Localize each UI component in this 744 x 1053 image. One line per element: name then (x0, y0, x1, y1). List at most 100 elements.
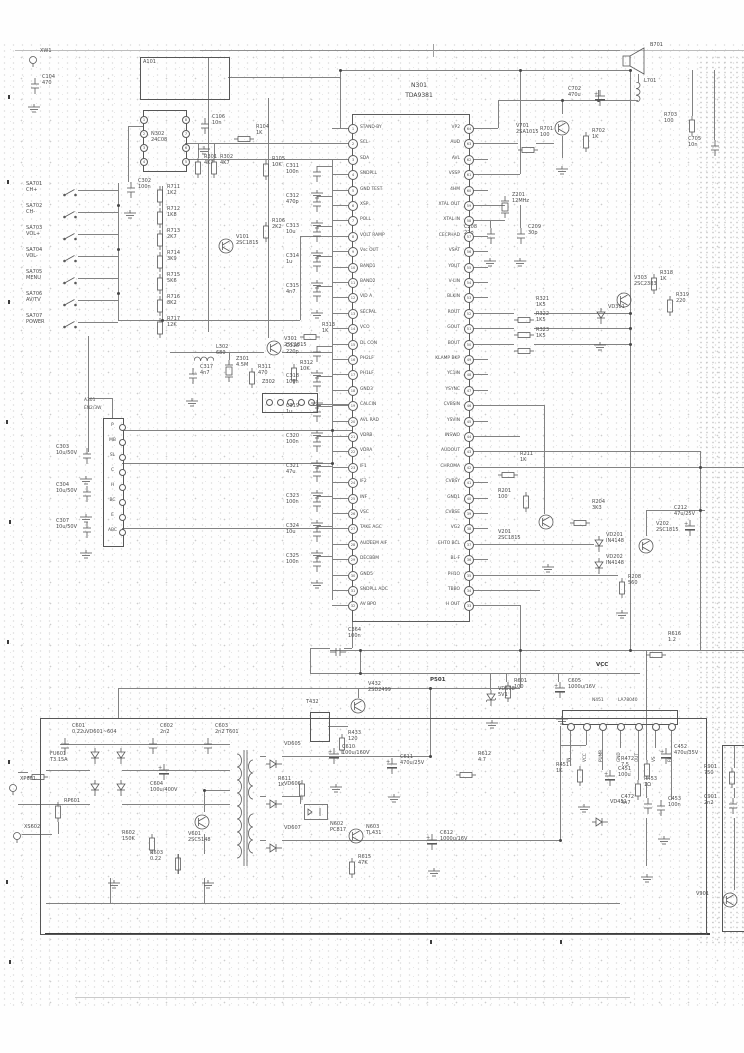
wire (534, 313, 630, 314)
ground-symbol (428, 862, 440, 881)
capacitor-C453 (656, 800, 666, 820)
wire (332, 559, 348, 561)
resistor-FU601 (28, 766, 48, 785)
resistor-R201 (522, 492, 530, 516)
svg-text:+: + (660, 749, 664, 755)
wire (332, 251, 348, 253)
wire (646, 510, 705, 511)
wire (472, 590, 488, 591)
electrolytic-capacitor-C212: + (684, 520, 696, 540)
transistor-V301 (266, 340, 282, 360)
main-ic-pin-label: VOLT RAMP (360, 232, 385, 238)
wire (472, 297, 488, 299)
main-ic-pin: 52 (464, 308, 474, 319)
wire (570, 730, 571, 766)
wire (332, 266, 348, 268)
wire (562, 100, 563, 114)
ground-symbol (311, 184, 323, 203)
main-ic-pin: 48 (464, 370, 474, 381)
wire (472, 528, 488, 530)
wire (260, 840, 266, 841)
rail-label: P501 (430, 677, 446, 683)
wire (472, 389, 488, 391)
wire (498, 100, 499, 128)
wire (317, 406, 332, 407)
wire (472, 266, 488, 268)
connector-pin-XW1 (28, 52, 38, 71)
wire (630, 70, 631, 650)
main-ic-pin: 2 (348, 139, 358, 150)
resistor-R451 (576, 766, 584, 790)
wire (328, 726, 348, 727)
capacitor-C104 (30, 78, 40, 98)
ground-symbol (124, 204, 136, 223)
wire (128, 126, 129, 182)
optocoupler-N602 (304, 804, 328, 824)
wire (128, 126, 143, 127)
wire (317, 376, 332, 377)
wire (170, 352, 264, 353)
junction-dot (561, 99, 564, 102)
junction-dot (699, 509, 702, 512)
capacitor-C324 (312, 526, 322, 546)
wire (332, 328, 348, 330)
wire (162, 320, 300, 321)
scan-speck (560, 940, 562, 944)
vertical-ic-pin (567, 723, 575, 731)
electrolytic-capacitor-C611: + (386, 758, 398, 778)
main-ic-pin-label: YC1IN (447, 371, 460, 377)
wire (472, 174, 520, 175)
wire (332, 405, 348, 407)
block-T432 (310, 712, 330, 742)
main-ic-pin: 62 (464, 154, 474, 165)
wire (472, 128, 488, 129)
wire (282, 840, 560, 841)
main-ic-pin: 54 (464, 278, 474, 288)
delay-line-pin (119, 483, 126, 491)
ground-symbol (388, 788, 400, 807)
eeprom-pin: 6 (182, 144, 190, 152)
capacitor-C321 (312, 466, 322, 486)
wire (204, 790, 205, 812)
eeprom-pin: 5 (182, 158, 190, 166)
main-ic-pin: 16 (348, 355, 358, 365)
main-ic-pin-label: BOUT (447, 340, 460, 346)
wire (472, 605, 488, 607)
wire (78, 322, 118, 323)
main-ic-pin: 35 (464, 570, 474, 581)
junction-dot (699, 466, 702, 469)
delay-line-tap: SL (109, 453, 116, 458)
wire (162, 186, 163, 320)
vertical-ic-pin-label: VCC (582, 753, 587, 762)
wire (330, 650, 744, 651)
main-ic-pin: 13 (348, 308, 358, 319)
wire (204, 878, 205, 903)
wire (88, 398, 112, 399)
wire (472, 436, 520, 437)
main-ic-pin: 19 (348, 401, 358, 412)
junction-dot (359, 672, 362, 675)
ground-symbol (616, 604, 628, 623)
main-ic-pin-label: XTAL IN (443, 217, 460, 223)
